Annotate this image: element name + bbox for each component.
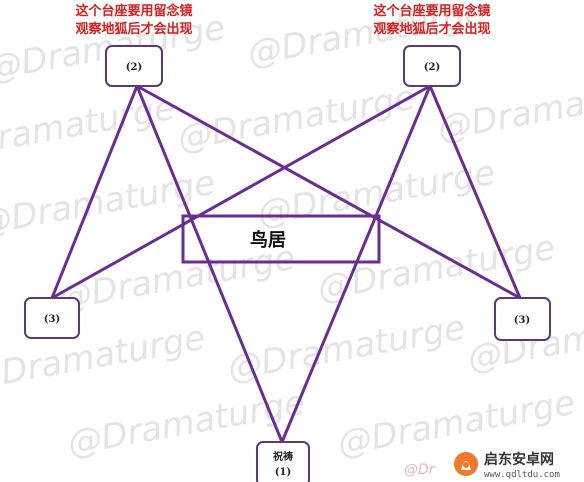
node-top-right: (2) [403,45,461,87]
edge-topleft-midleft [50,84,139,300]
edge-topright-midleft [50,84,432,300]
note-left-line1: 这个台座要用留念镜 [75,3,192,19]
watermark-text: @Dramaturge [0,88,178,169]
edge-topleft-midright [135,84,522,300]
torii-rect [181,214,381,264]
note-right-line1: 这个台座要用留念镜 [373,3,490,19]
node-bottom: 祝祷 (1) [256,441,310,482]
node-bottom-number: (1) [275,467,291,478]
logo-main-text: 启东安卓网 [484,451,554,468]
watermark-text: @Dramaturge [175,78,419,159]
note-left-line2: 观察地狐后才会出现 [75,21,192,37]
corner-logo: @Dr 启东安卓网 www.qdltdu.com [400,448,584,482]
note-left: 这个台座要用留念镜 观察地狐后才会出现 [75,3,192,37]
node-top-right-label: (2) [424,62,440,73]
torii-label: 鸟居 [250,229,286,251]
note-right-line2: 观察地狐后才会出现 [373,21,490,37]
node-mid-left-label: (3) [44,314,60,325]
node-top-left-label: (2) [126,62,142,73]
partial-watermark: @Dr [404,462,436,478]
edge-topright-bottom [280,84,432,444]
logo-url-text: www.qdltdu.com [484,470,560,480]
watermark-layer: @Dramaturge @Dramaturge @Dramaturge @Dra… [0,0,584,464]
note-right: 这个台座要用留念镜 观察地狐后才会出现 [373,3,490,37]
logo-icon [454,452,478,476]
connection-lines [50,84,522,444]
torii-box: 鸟居 [181,214,381,264]
node-mid-left: (3) [24,297,80,339]
watermark-text: @Dramaturge [225,308,469,389]
watermark-text: @Dramaturge [315,228,559,309]
node-bottom-title: 祝祷 [273,450,293,463]
node-mid-right-label: (3) [514,315,530,326]
edge-topleft-bottom [135,84,284,444]
node-mid-right: (3) [494,297,551,341]
node-top-left: (2) [105,45,163,87]
edge-topright-midright [428,84,522,300]
